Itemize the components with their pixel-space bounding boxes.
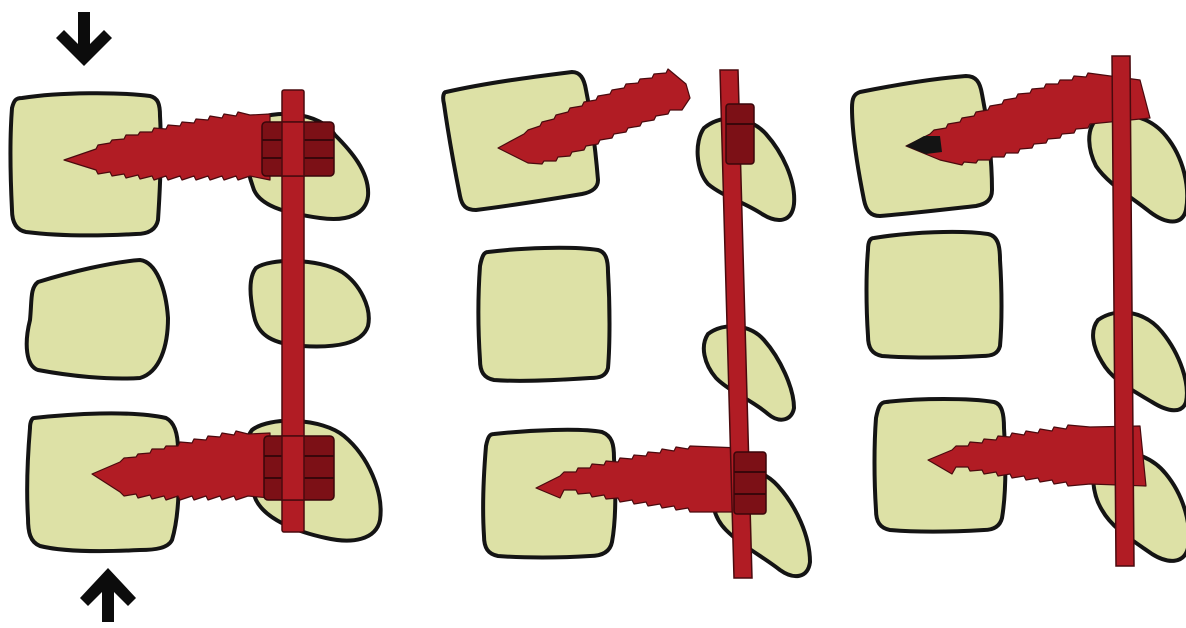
fixation-nut-bottom [734, 452, 766, 514]
vertebral-body-middle [867, 232, 1002, 358]
fixation-nut-bottom [264, 436, 334, 500]
up-arrow-icon [80, 568, 136, 622]
down-arrow-icon [56, 12, 112, 66]
posterior-element-top [1089, 114, 1186, 221]
posterior-element-middle [704, 326, 794, 419]
vertebral-body-middle [479, 248, 610, 381]
panel-3 [852, 56, 1186, 566]
fixation-rod [1112, 56, 1134, 566]
fixation-nut-top [262, 122, 334, 176]
panel-1 [11, 12, 381, 622]
posterior-element-middle [251, 261, 369, 347]
vertebral-body-middle [27, 260, 168, 379]
panel-2 [443, 69, 810, 578]
fixation-nut-top [726, 104, 754, 164]
posterior-element-middle [1093, 312, 1186, 410]
